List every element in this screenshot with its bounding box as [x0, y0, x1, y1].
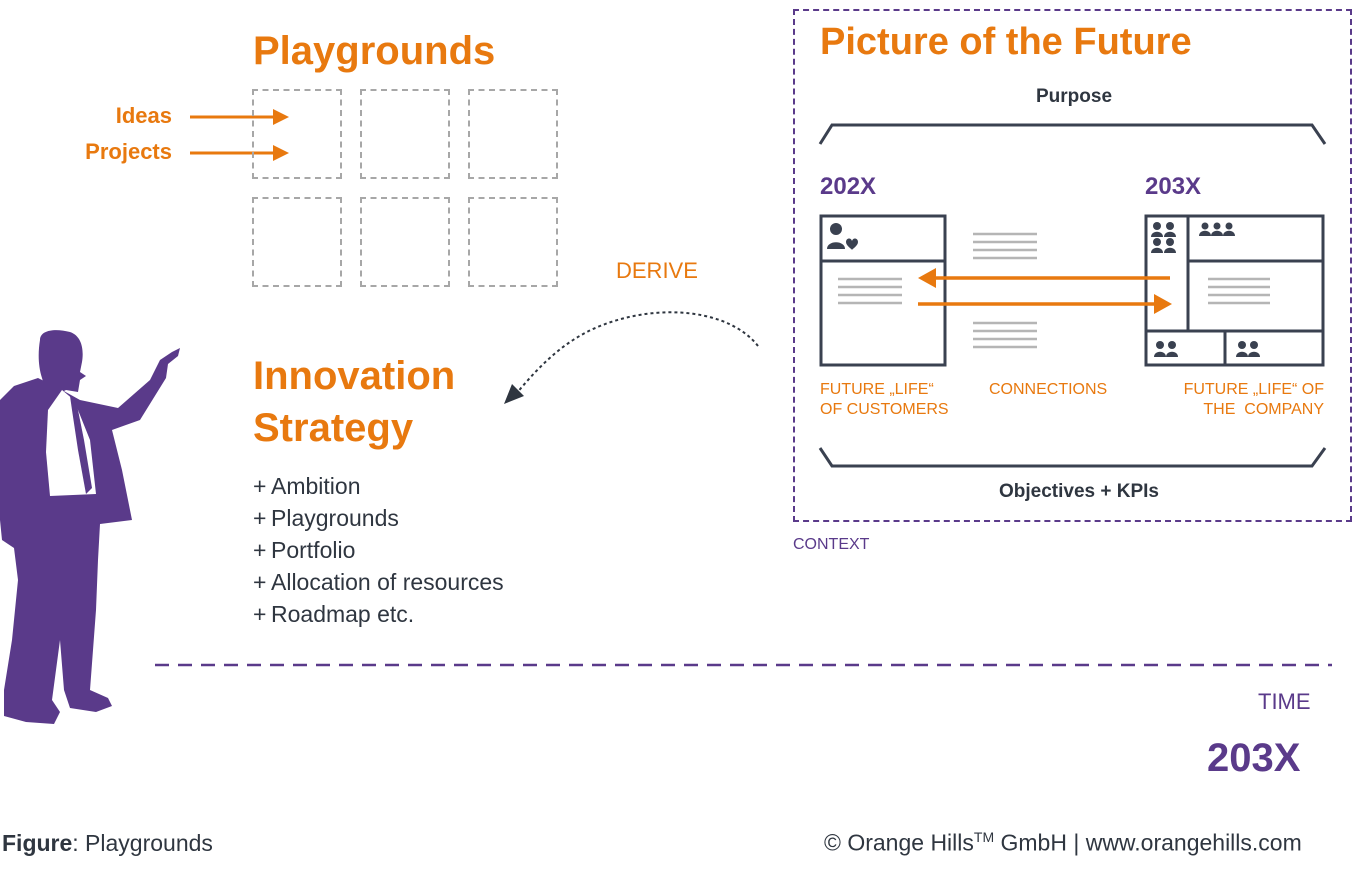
year-left: 202X — [820, 173, 877, 200]
playground-box — [468, 197, 558, 287]
picture-of-future-title: Picture of the Future — [820, 21, 1192, 63]
derive-arrow — [504, 311, 759, 404]
group-icon — [1236, 341, 1260, 357]
playground-box — [360, 89, 450, 179]
list-item: +Portfolio — [253, 537, 356, 563]
purpose-label: Purpose — [1036, 86, 1113, 107]
input-arrows — [190, 109, 289, 161]
customers-box — [819, 214, 947, 367]
playground-box — [252, 197, 342, 287]
placeholder-lines — [1208, 277, 1270, 305]
placeholder-lines — [838, 277, 902, 305]
curved-dotted-arrow-head — [504, 384, 524, 404]
playground-box — [360, 197, 450, 287]
list-item: +Allocation of resources — [253, 569, 504, 595]
context-label: CONTEXT — [793, 536, 870, 553]
user-heart-icon — [827, 223, 858, 250]
playground-box — [468, 89, 558, 179]
connections-caption: CONNECTIONS — [989, 381, 1108, 398]
strategy-list: +Ambition +Playgrounds +Portfolio +Alloc… — [253, 470, 504, 630]
derive-label: DERIVE — [616, 258, 698, 283]
company-caption: FUTURE „LIFE“ OF THE COMPANY — [1183, 381, 1324, 418]
customers-caption: FUTURE „LIFE“ OF CUSTOMERS — [820, 381, 949, 418]
objectives-bracket — [818, 447, 1327, 468]
time-year: 203X — [1207, 736, 1301, 780]
presenter-silhouette — [0, 330, 180, 724]
arrow-left-icon — [918, 268, 1170, 288]
time-label: TIME — [1258, 689, 1311, 714]
group-icon — [1151, 222, 1176, 253]
list-item: +Playgrounds — [253, 505, 399, 531]
strategy-title-line1: Innovation — [253, 354, 456, 398]
picture-of-future-frame — [793, 9, 1352, 522]
projects-label: Projects — [85, 139, 172, 164]
ideas-label: Ideas — [115, 103, 172, 128]
connections-lines-bottom — [973, 321, 1037, 349]
purpose-bracket — [818, 123, 1327, 145]
tie — [70, 396, 92, 494]
group-icon — [1154, 341, 1178, 357]
strategy-title-line2: Strategy — [253, 406, 414, 450]
objectives-label: Objectives + KPIs — [999, 481, 1159, 502]
arrow-right-icon — [918, 294, 1172, 314]
playgrounds-title: Playgrounds — [253, 29, 496, 73]
connections-lines-top — [973, 232, 1037, 260]
company-box — [1144, 214, 1325, 367]
figure-caption: Figure: Playgrounds — [2, 830, 213, 856]
arrow-right-icon — [190, 145, 289, 161]
strategy-title: Innovation Strategy — [253, 350, 455, 454]
playground-box — [252, 89, 342, 179]
year-right: 203X — [1145, 173, 1202, 200]
group-icon — [1199, 222, 1235, 236]
picture-of-future-diagram — [818, 123, 1327, 468]
list-item: +Ambition — [253, 473, 361, 499]
list-item: +Roadmap etc. — [253, 601, 415, 627]
timeline — [155, 663, 1332, 667]
copyright: © Orange HillsTM GmbH | www.orangehills.… — [824, 829, 1302, 856]
arrow-right-icon — [190, 109, 289, 125]
